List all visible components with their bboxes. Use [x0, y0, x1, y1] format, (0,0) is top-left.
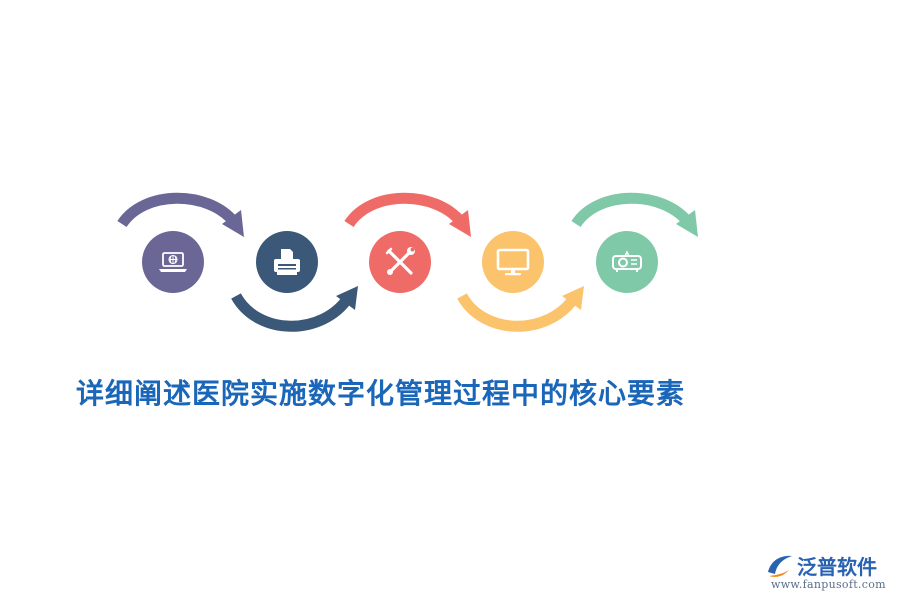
flow-arrow — [457, 286, 584, 332]
laptop-globe-icon — [159, 252, 187, 272]
step-tools — [369, 231, 431, 293]
step-monitor — [482, 231, 544, 293]
flow-arrows — [117, 192, 698, 332]
fanpu-logo-icon — [768, 555, 792, 577]
brand-logo: 泛普软件 www.fanpusoft.com — [765, 548, 895, 598]
printer-icon — [274, 249, 300, 275]
projector-icon — [612, 250, 642, 272]
flow-arrow — [571, 192, 698, 237]
step-projector — [596, 231, 658, 293]
wrench-screwdriver-icon — [385, 247, 415, 275]
brand-url: www.fanpusoft.com — [771, 578, 886, 591]
flow-arrow — [117, 192, 244, 237]
page-title: 详细阐述医院实施数字化管理过程中的核心要素 — [76, 377, 686, 410]
brand-name: 泛普软件 — [797, 555, 877, 579]
monitor-icon — [496, 248, 530, 276]
step-laptop — [142, 231, 204, 293]
step-nodes — [142, 231, 658, 293]
flow-arrow — [344, 192, 471, 237]
flow-arrow — [231, 286, 358, 332]
step-printer — [256, 231, 318, 293]
